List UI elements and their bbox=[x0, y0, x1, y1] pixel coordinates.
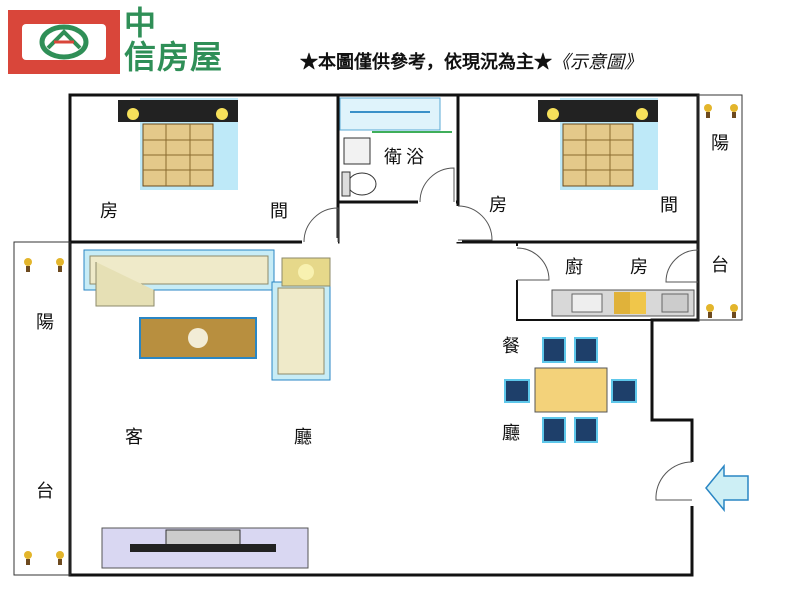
door-gap-bedroom-left bbox=[302, 238, 338, 246]
label-balcony-left-1: 陽 bbox=[36, 312, 54, 333]
label-dining-1: 餐 bbox=[502, 336, 520, 357]
plant-icon bbox=[24, 258, 32, 272]
door-swing-kitchen bbox=[516, 247, 550, 281]
door-gap-bathroom bbox=[418, 198, 456, 206]
dining-set-icon bbox=[504, 337, 637, 443]
label-balcony-right-2: 台 bbox=[711, 255, 729, 276]
label-bedroom-left-1: 房 bbox=[100, 201, 118, 222]
disclaimer-text: ★本圖僅供參考，依現況為主★ bbox=[300, 52, 552, 73]
label-bedroom-left-2: 間 bbox=[270, 201, 288, 222]
label-living-2: 廳 bbox=[294, 427, 312, 448]
entrance-arrow-icon bbox=[705, 463, 749, 513]
label-bathroom: 衛浴 bbox=[384, 147, 428, 168]
label-kitchen-1: 廚 bbox=[565, 257, 583, 278]
plant-icon bbox=[56, 258, 64, 272]
house-logo-icon bbox=[8, 10, 120, 74]
bed-right-icon bbox=[538, 98, 658, 190]
balcony-right bbox=[697, 94, 743, 321]
door-swing-balcony-right bbox=[665, 249, 699, 283]
disclaimer-notice: ★本圖僅供參考，依現況為主★《示意圖》 bbox=[300, 48, 642, 74]
door-swing-entrance bbox=[655, 461, 693, 501]
plant-icon bbox=[706, 304, 714, 318]
plant-icon bbox=[24, 551, 32, 565]
plant-icon bbox=[730, 304, 738, 318]
balcony-left bbox=[13, 241, 71, 576]
kitchen-counter-icon bbox=[551, 289, 695, 317]
company-logo bbox=[8, 10, 120, 74]
plant-icon bbox=[730, 104, 738, 118]
brand-name: 中 信房屋 bbox=[124, 6, 223, 74]
plant-icon bbox=[56, 551, 64, 565]
door-swing-bathroom bbox=[419, 167, 455, 203]
tv-cabinet-icon bbox=[101, 527, 309, 569]
plant-icons bbox=[24, 104, 738, 565]
label-bedroom-right-2: 間 bbox=[660, 195, 678, 216]
schematic-tag: 《示意圖》 bbox=[552, 52, 642, 73]
walls bbox=[68, 93, 700, 577]
label-balcony-left-2: 台 bbox=[36, 481, 54, 502]
door-gap-bedroom-right bbox=[454, 206, 462, 242]
brand-name-line2: 信房屋 bbox=[124, 38, 224, 76]
plant-icon bbox=[704, 104, 712, 118]
label-balcony-right-1: 陽 bbox=[711, 133, 729, 154]
label-kitchen-2: 房 bbox=[630, 257, 648, 278]
door-swing-bedroom-right bbox=[457, 205, 493, 241]
bed-left-icon bbox=[118, 98, 238, 190]
bathroom-fixtures bbox=[339, 97, 452, 197]
door-gap-entrance bbox=[688, 462, 696, 506]
door-gap-kitchen bbox=[513, 246, 521, 280]
label-bedroom-right-1: 房 bbox=[489, 195, 507, 216]
sofa-set-icon bbox=[83, 249, 331, 381]
brand-name-line1: 中 bbox=[124, 4, 158, 42]
door-swing-bedroom-left bbox=[303, 207, 339, 243]
label-living-1: 客 bbox=[125, 427, 143, 448]
label-dining-2: 廳 bbox=[502, 423, 520, 444]
